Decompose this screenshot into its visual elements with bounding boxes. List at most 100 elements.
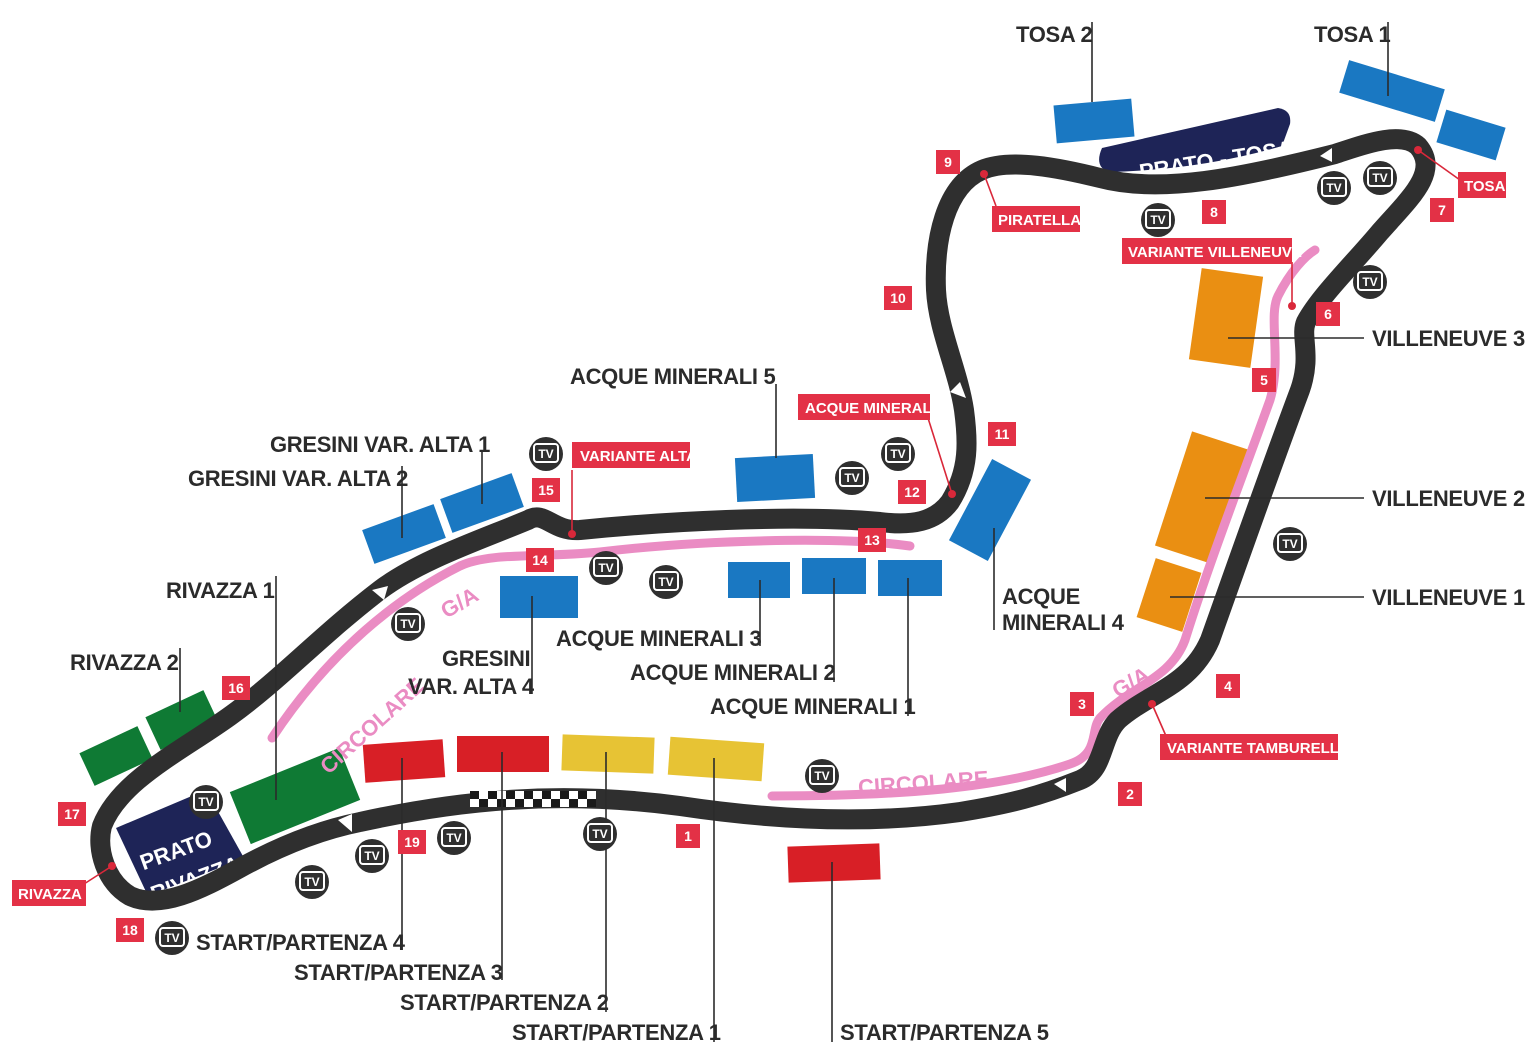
tv-screen-icon[interactable]: TV	[189, 785, 223, 819]
tv-screen-icon[interactable]: TV	[529, 437, 563, 471]
svg-text:TV: TV	[1362, 275, 1377, 289]
stand-villeneuve-2[interactable]	[1154, 431, 1252, 565]
svg-text:VARIANTE VILLENEUVE: VARIANTE VILLENEUVE	[1128, 244, 1302, 261]
stand-start-3[interactable]	[457, 736, 549, 772]
svg-text:RIVAZZA: RIVAZZA	[18, 886, 82, 903]
svg-text:11: 11	[995, 426, 1010, 442]
tv-screen-icon[interactable]: TV	[1273, 527, 1307, 561]
corner-number-3[interactable]: 3	[1070, 692, 1094, 716]
stand-gresini-2[interactable]	[362, 504, 446, 564]
tv-screen-icon[interactable]: TV	[391, 607, 425, 641]
corner-number-5[interactable]: 5	[1252, 368, 1276, 392]
label-start-4: START/PARTENZA 4	[196, 930, 406, 955]
grandstand-labels: TOSA 2 TOSA 1 VILLENEUVE 3 VILLENEUVE 2 …	[70, 22, 1525, 1045]
corner-tag-tosa[interactable]	[1458, 172, 1506, 198]
stand-acque-minerali-5[interactable]	[734, 453, 816, 503]
label-rivazza-1: RIVAZZA 1	[166, 578, 275, 603]
direction-arrow-icon	[338, 814, 352, 832]
corner-number-8[interactable]: 8	[1202, 200, 1226, 224]
tv-screen-icon[interactable]: TV	[805, 759, 839, 793]
stand-gresini-4[interactable]	[500, 576, 578, 618]
corner-number-12[interactable]: 12	[898, 480, 926, 504]
corner-number-1[interactable]: 1	[676, 824, 700, 848]
stand-start-5[interactable]	[787, 843, 881, 883]
stand-villeneuve-3[interactable]	[1188, 268, 1264, 368]
stand-acque-minerali-4[interactable]	[948, 459, 1032, 561]
corner-number-2[interactable]: 2	[1118, 782, 1142, 806]
stand-start-4[interactable]	[362, 739, 446, 783]
direction-arrow-icon	[950, 382, 966, 398]
stand-tosa-2[interactable]	[1053, 98, 1135, 144]
stand-tosa-1b[interactable]	[1436, 109, 1506, 161]
label-gresini-2: GRESINI VAR. ALTA 2	[188, 466, 408, 491]
svg-text:8: 8	[1210, 204, 1218, 220]
svg-text:TV: TV	[844, 471, 859, 485]
corner-tag-variante-alta[interactable]	[572, 442, 690, 468]
corner-number-10[interactable]: 10	[884, 286, 912, 310]
stand-rivazza-1[interactable]	[229, 747, 361, 845]
corner-number-14[interactable]: 14	[526, 548, 554, 572]
corner-number-17[interactable]: 17	[58, 802, 86, 826]
stand-start-1[interactable]	[667, 736, 765, 782]
label-acque-minerali-4a: ACQUE	[1002, 584, 1080, 609]
tv-screen-icon[interactable]: TV	[1363, 161, 1397, 195]
stand-acque-minerali-1[interactable]	[878, 560, 942, 596]
direction-arrows	[338, 148, 1332, 832]
stand-acque-minerali-3[interactable]	[728, 562, 790, 598]
pit-lane-back	[267, 535, 915, 743]
tv-screen-icon[interactable]: TV	[1317, 171, 1351, 205]
label-villeneuve-2: VILLENEUVE 2	[1372, 486, 1525, 511]
corner-tag-variante-tamburello[interactable]	[1160, 734, 1338, 760]
corner-tag-rivazza[interactable]	[12, 880, 86, 906]
tv-screens: TV TV TV TV TV TV TV TV TV TV TV TV TV T…	[155, 161, 1397, 955]
stand-villeneuve-1[interactable]	[1136, 558, 1202, 632]
corner-number-6[interactable]: 6	[1316, 302, 1340, 326]
corner-number-4[interactable]: 4	[1216, 674, 1240, 698]
tv-screen-icon[interactable]: TV	[881, 437, 915, 471]
corner-number-9[interactable]: 9	[936, 150, 960, 174]
svg-text:TV: TV	[538, 447, 553, 461]
tv-screen-icon[interactable]: TV	[649, 565, 683, 599]
tv-screen-icon[interactable]: TV	[583, 817, 617, 851]
stand-rivazza-2b[interactable]	[79, 726, 153, 786]
tv-screen-icon[interactable]: TV	[355, 839, 389, 873]
svg-text:2: 2	[1126, 786, 1134, 802]
pit-lane	[767, 245, 1320, 801]
corner-number-13[interactable]: 13	[858, 528, 886, 552]
tv-screen-icon[interactable]: TV	[437, 821, 471, 855]
tv-screen-icon[interactable]: TV	[1353, 265, 1387, 299]
stand-start-2[interactable]	[561, 734, 655, 774]
label-acque-minerali-5: ACQUE MINERALI 5	[570, 364, 776, 389]
stand-tosa-1a[interactable]	[1339, 60, 1445, 122]
svg-text:TV: TV	[1326, 181, 1341, 195]
label-tosa-1: TOSA 1	[1314, 22, 1391, 47]
direction-arrow-icon	[1320, 148, 1332, 162]
svg-text:TV: TV	[598, 561, 613, 575]
race-track	[90, 129, 1436, 911]
corner-number-7[interactable]: 7	[1430, 198, 1454, 222]
svg-text:9: 9	[944, 154, 952, 170]
label-start-5: START/PARTENZA 5	[840, 1020, 1049, 1045]
corner-number-19[interactable]: 19	[398, 830, 426, 854]
label-acque-minerali-3: ACQUE MINERALI 3	[556, 626, 762, 651]
tv-screen-icon[interactable]: TV	[155, 921, 189, 955]
label-gresini-4a: GRESINI	[442, 646, 530, 671]
tv-screen-icon[interactable]: TV	[589, 551, 623, 585]
svg-text:15: 15	[538, 482, 554, 498]
tv-screen-icon[interactable]: TV	[1141, 203, 1175, 237]
corner-number-16[interactable]: 16	[222, 676, 250, 700]
corner-tag-variante-villeneuve[interactable]	[1122, 238, 1292, 264]
corner-number-18[interactable]: 18	[116, 918, 144, 942]
leader-lines	[179, 22, 1389, 1042]
corner-tag-acque-minerali[interactable]	[798, 394, 930, 420]
corner-tag-piratella[interactable]	[992, 206, 1080, 232]
stand-rivazza-2a[interactable]	[145, 690, 219, 750]
svg-text:TV: TV	[304, 875, 319, 889]
corner-number-11[interactable]: 11	[988, 422, 1016, 446]
svg-text:14: 14	[532, 552, 548, 568]
prato-tosa-area[interactable]	[1099, 108, 1291, 172]
tv-screen-icon[interactable]: TV	[295, 865, 329, 899]
corner-number-15[interactable]: 15	[532, 478, 560, 502]
tv-screen-icon[interactable]: TV	[835, 461, 869, 495]
svg-text:TV: TV	[164, 931, 179, 945]
